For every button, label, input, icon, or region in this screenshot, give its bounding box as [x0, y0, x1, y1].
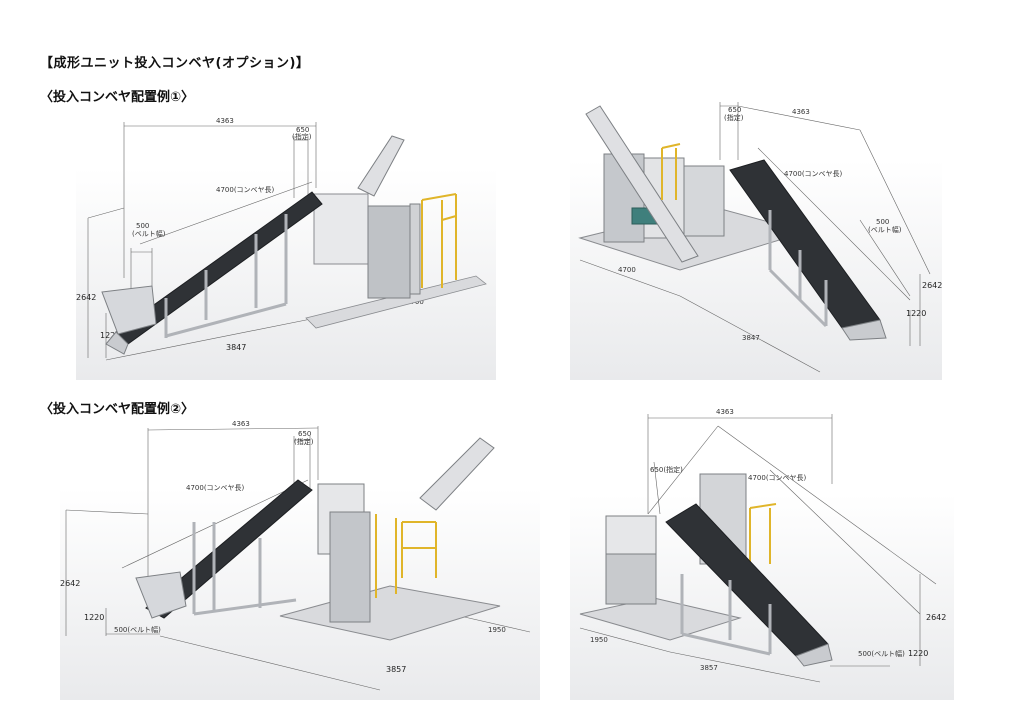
dim-belt: 500	[876, 218, 889, 226]
dim-height-inlet: 1220	[100, 331, 120, 340]
dim-overall: 4363	[792, 108, 810, 116]
dim-base: 3857	[386, 665, 406, 674]
dim-height-total: 2642	[926, 613, 946, 622]
dim-650: 650	[296, 126, 309, 134]
dim-conveyor-length: 4700(コンベヤ長)	[784, 170, 843, 178]
dim-overall: 4363	[232, 420, 250, 428]
dim-650-note: (指定)	[292, 132, 312, 141]
figure-layout2-rear: 4363 650(指定) 4700(コンベヤ長) 1950 3857 500(ベ…	[570, 404, 954, 700]
dim-base: 3847	[742, 334, 760, 342]
dim-650-note: (指定)	[724, 113, 744, 122]
dim-650: 650	[728, 106, 741, 114]
figure-layout2-front: 4363 650 (指定) 4700(コンベヤ長) 2642 1220 500(…	[60, 418, 540, 700]
dim-belt: 500(ベルト幅)	[858, 649, 905, 658]
section-heading-layout-2: 〈投入コンベヤ配置例②〉	[40, 402, 195, 417]
dim-650: 650(指定)	[650, 465, 683, 474]
dim-belt-note: (ベルト幅)	[868, 225, 902, 234]
dim-650: 650	[298, 430, 311, 438]
conveyor-machine-illustration	[135, 437, 501, 641]
dim-650-note: (指定)	[294, 437, 314, 446]
conveyor-machine-illustration	[579, 473, 833, 667]
dim-frame: 4700	[618, 266, 636, 274]
conveyor-machine-illustration	[101, 135, 487, 355]
dim-overall: 4363	[716, 408, 734, 416]
dim-conveyor-length: 4700(コンベヤ長)	[186, 484, 245, 492]
dim-belt-note: (ベルト幅)	[132, 229, 166, 238]
dim-height-total: 2642	[60, 579, 80, 588]
figure-layout1-front: 4363 650 (指定) 4700(コンベヤ長) 500 (ベルト幅) 264…	[76, 108, 496, 380]
dim-depth: 1950	[488, 626, 506, 634]
dim-base: 3857	[700, 664, 718, 672]
dim-height-inlet: 1220	[84, 613, 104, 622]
section-heading-layout-1: 〈投入コンベヤ配置例①〉	[40, 90, 195, 105]
dim-height-total: 2642	[76, 293, 96, 302]
dim-depth: 1950	[590, 636, 608, 644]
figure-layout1-rear: 650 (指定) 4363 4700(コンベヤ長) 500 (ベルト幅) 264…	[570, 100, 942, 380]
dim-belt: 500(ベルト幅)	[114, 625, 161, 634]
dim-overall: 4363	[216, 117, 234, 125]
conveyor-machine-illustration	[578, 105, 887, 341]
dim-belt: 500	[136, 222, 149, 230]
dim-base: 3847	[226, 343, 246, 352]
dim-height-inlet: 1220	[906, 309, 926, 318]
document-title: 【成形ユニット投入コンベヤ(オプション)】	[40, 56, 310, 71]
dim-conveyor-length: 4700(コンベヤ長)	[748, 474, 807, 482]
dim-height-total: 2642	[922, 281, 942, 290]
dim-conveyor-length: 4700(コンベヤ長)	[216, 186, 275, 194]
dim-height-inlet: 1220	[908, 649, 928, 658]
